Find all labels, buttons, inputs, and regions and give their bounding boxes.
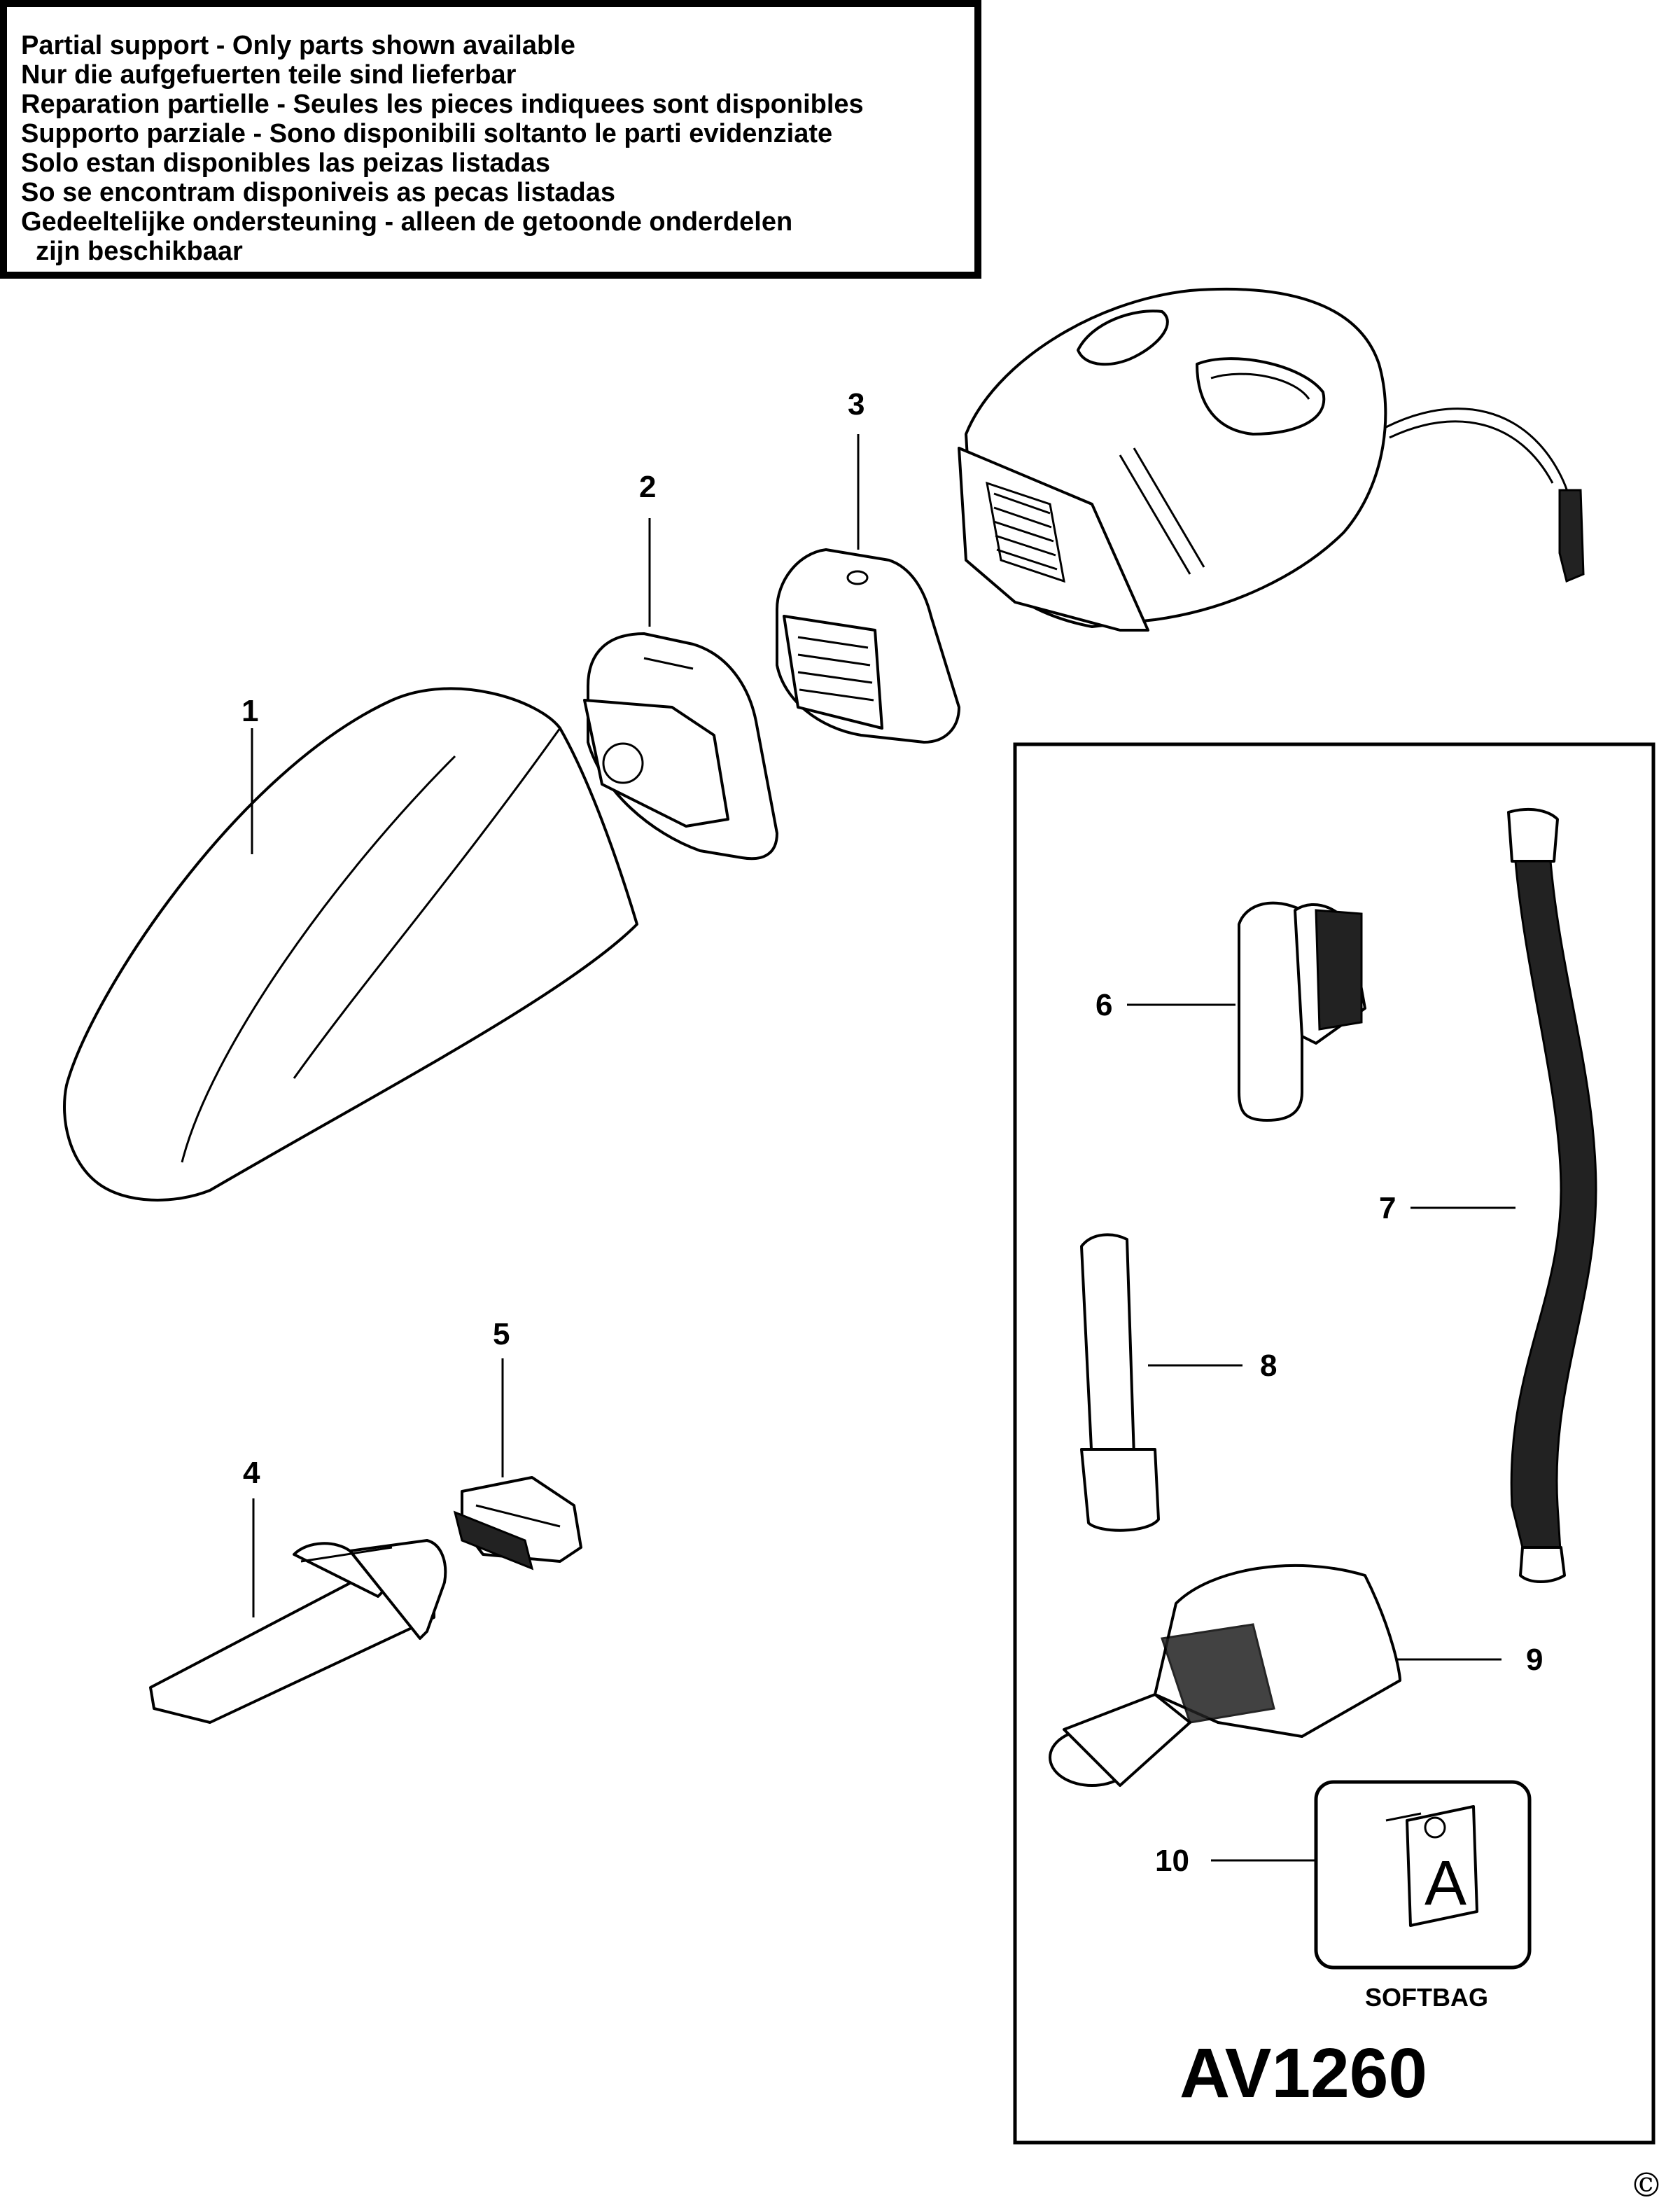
model-number: AV1260: [1180, 2034, 1427, 2112]
notice-line-5: Solo estan disponibles las peizas listad…: [21, 148, 551, 178]
part-7-flexible-hose: [1507, 807, 1597, 1583]
notice-line-8: zijn beschikbaar: [21, 237, 243, 266]
callout-2: 2: [639, 470, 656, 504]
callout-1: 1: [241, 694, 258, 728]
callout-4: 4: [243, 1456, 260, 1490]
notice-line-7: Gedeeltelijke ondersteuning - alleen de …: [21, 207, 793, 237]
softbag-icon-letter: A: [1424, 1849, 1466, 1919]
callout-8: 8: [1260, 1349, 1277, 1383]
callout-7: 7: [1379, 1191, 1396, 1225]
notice-box: Partial support - Only parts shown avail…: [0, 0, 981, 279]
part-8-nozzle: [1080, 1233, 1160, 1532]
notice-line-2: Nur die aufgefuerten teile sind lieferba…: [21, 60, 517, 90]
callout-3: 3: [848, 387, 864, 422]
callout-9: 9: [1526, 1643, 1543, 1677]
accessories-panel: [1013, 742, 1656, 2145]
notice-line-3: Reparation partielle - Seules les pieces…: [21, 90, 864, 119]
notice-line-6: So se encontram disponiveis as pecas lis…: [21, 178, 616, 207]
callout-6: 6: [1096, 988, 1112, 1022]
notice-line-4: Supporto parziale - Sono disponibili sol…: [21, 119, 833, 148]
part-3-filter-frame: [776, 548, 960, 744]
part-4-crevice-tool: [149, 1539, 447, 1724]
softbag-label: SOFTBAG: [1365, 1983, 1488, 2012]
copyright-symbol: ©: [1630, 2166, 1663, 2205]
callout-10: 10: [1155, 1844, 1189, 1878]
part-5-brush: [453, 1476, 582, 1571]
part-6-brush-attachment: [1238, 901, 1366, 1122]
part-1-bowl: [63, 687, 638, 1202]
callout-5: 5: [493, 1317, 510, 1351]
part-10-softbag-icon: [1314, 1780, 1532, 1970]
main-body-housing: [958, 287, 1585, 632]
notice-line-1: Partial support - Only parts shown avail…: [21, 31, 575, 60]
part-2-filter: [583, 632, 778, 861]
part-9-wide-nozzle: [1049, 1564, 1401, 1787]
